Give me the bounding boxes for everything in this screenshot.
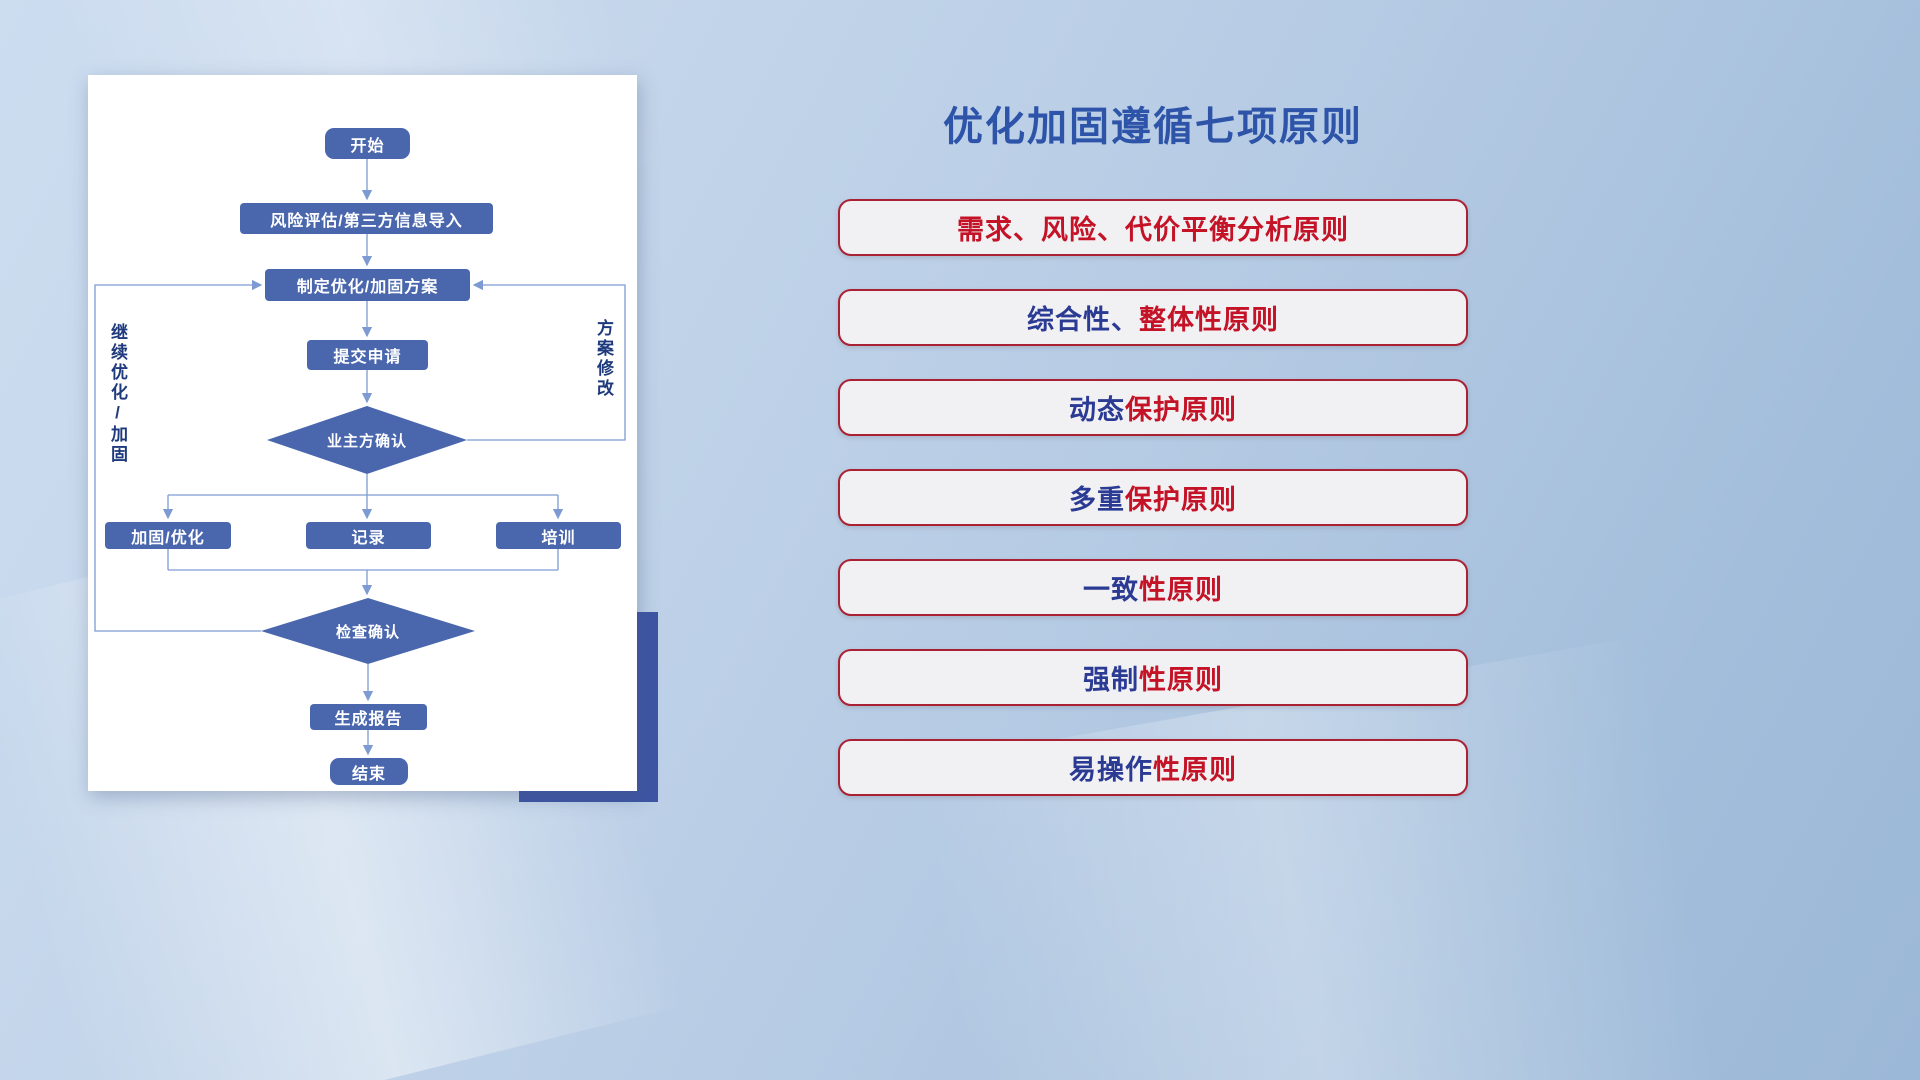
flowchart-node-risk-import: 风险评估/第三方信息导入: [240, 203, 493, 234]
principle-text-segment: 需求、风险、代价平衡分析原则: [957, 215, 1349, 245]
principle-pill: 易操作性原则: [838, 739, 1468, 796]
principle-text-segment: 保护原则: [1125, 485, 1237, 515]
flowchart-node-make-plan: 制定优化/加固方案: [265, 269, 470, 301]
flowchart-node-reinforce: 加固/优化: [105, 522, 231, 549]
principle-text-segment: 性原则: [1139, 665, 1223, 695]
flowchart-label-continue-optimize: 继续优化/加固: [108, 323, 127, 465]
flowchart-node-report: 生成报告: [310, 704, 427, 730]
flowchart-node-submit: 提交申请: [307, 340, 428, 370]
principle-text-segment: 一致: [1083, 575, 1139, 605]
principle-pill: 强制性原则: [838, 649, 1468, 706]
principle-text-segment: 动态: [1069, 395, 1125, 425]
principle-pill: 多重保护原则: [838, 469, 1468, 526]
principle-text-segment: 易操作: [1069, 755, 1153, 785]
principle-text-segment: 整体性原则: [1139, 305, 1279, 335]
flowchart-connectors: [94, 159, 626, 756]
principle-pill: 一致性原则: [838, 559, 1468, 616]
principle-pill: 综合性、整体性原则: [838, 289, 1468, 346]
flowchart-node-training: 培训: [496, 522, 621, 549]
flowchart-node-end: 结束: [330, 758, 408, 785]
principle-text-segment: 综合性、: [1027, 305, 1139, 335]
flowchart-node-start: 开始: [325, 128, 410, 159]
flowchart-label-plan-modify: 方案修改: [594, 319, 613, 399]
principle-text-segment: 强制: [1083, 665, 1139, 695]
principle-text-segment: 性原则: [1153, 755, 1237, 785]
principle-text-segment: 性原则: [1139, 575, 1223, 605]
flowchart-card: 开始 风险评估/第三方信息导入 制定优化/加固方案 提交申请 业主方确认 加固/…: [88, 75, 637, 791]
principle-pill: 需求、风险、代价平衡分析原则: [838, 199, 1468, 256]
principle-text-segment: 多重: [1069, 485, 1125, 515]
page-title: 优化加固遵循七项原则: [943, 105, 1363, 149]
principles-list: 需求、风险、代价平衡分析原则综合性、整体性原则动态保护原则多重保护原则一致性原则…: [838, 199, 1468, 796]
principle-pill: 动态保护原则: [838, 379, 1468, 436]
principle-text-segment: 保护原则: [1125, 395, 1237, 425]
flowchart-node-record: 记录: [306, 522, 431, 549]
